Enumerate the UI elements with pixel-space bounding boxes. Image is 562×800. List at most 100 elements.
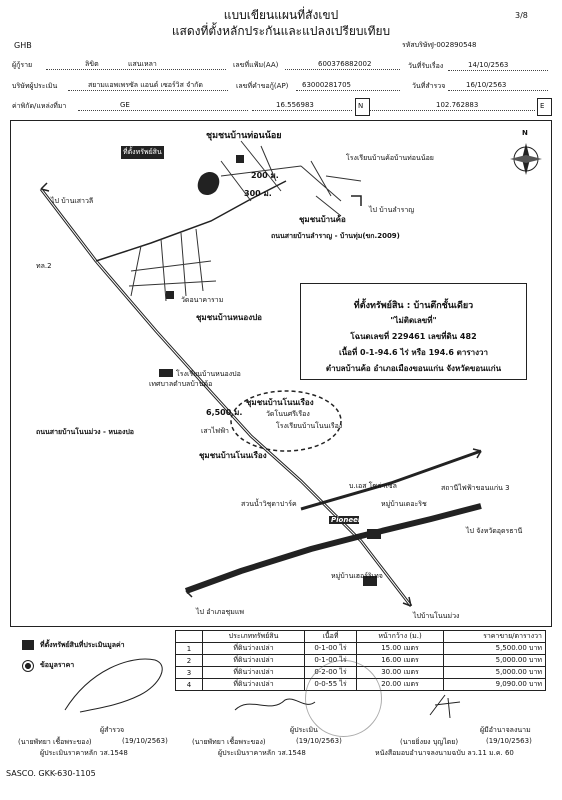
label-to-nonmuang: ไปบ้านโนนม่วง: [413, 612, 460, 620]
label-property-tag: ที่ตั้งทรัพย์สิน: [121, 146, 164, 159]
sig-2-date: (19/10/2563): [296, 737, 342, 745]
coord-n-label: N: [358, 102, 364, 110]
label-village-nonruang-2: ชุมชนบ้านโนนเรือง: [199, 451, 267, 460]
company-stamp-icon: [305, 660, 382, 737]
label-village-nonruang: ชุมชนบ้านโนนเรือง: [246, 398, 314, 407]
location-map: ชุมชนบ้านท่อนน้อย ที่ตั้งทรัพย์สิน โรงเร…: [10, 120, 552, 627]
label-to-chumphae: ไป อำเภอชุมแพ: [196, 608, 245, 616]
label-bj-solar: บ.เอส โซล่าเซล: [349, 482, 397, 490]
borrower-last-name: แสนเหลา: [128, 60, 157, 68]
label-village-ton: ชุมชนบ้านท่อนน้อย: [206, 131, 282, 141]
label-road-id: ทล.2: [36, 262, 52, 270]
page-subtitle: แสดงที่ตั้งหลักประกันและแปลงเปรียบเทียบ: [171, 24, 391, 38]
survey-date-label: วันที่สำรวจ: [412, 82, 446, 90]
info-line-3: โฉนดเลขที่ 229461 เลขที่ดิน 482: [350, 332, 477, 341]
row-type: ที่ดินว่างเปล่า: [202, 654, 305, 667]
page-title: แบบเขียนแผนที่สังเขป: [223, 8, 339, 22]
borrower-first-name: ลิขิต: [85, 60, 99, 68]
survey-date: 16/10/2563: [466, 81, 507, 89]
sig-1-name: (นายพัทยา เชื้อพระของ): [18, 738, 92, 746]
label-school-nongpo: โรงเรียนบ้านหนองปอ: [176, 370, 241, 378]
label-village-nongpo: ชุมชนบ้านหนองปอ: [196, 313, 262, 322]
label-school-nonruang: โรงเรียนบ้านโนนเรือง: [276, 422, 343, 430]
label-housing-2: หมู่บ้านเฮอร์ริเทจ: [331, 572, 383, 580]
label-dist-200: 200 ม.: [251, 171, 279, 180]
table-header: หน้ากว้าง (ม.): [356, 630, 444, 643]
sig-2-cert: ผู้ประเมินราคาหลัก วส.1548: [218, 749, 306, 757]
coord-label: ค่าพิกัด/แหล่งที่มา: [12, 102, 67, 110]
sig-3-name: (นายยิ่งยง บุญไตย): [400, 738, 459, 746]
label-road-nonmuang: ถนนสายบ้านโนนม่วง - หนองปอ: [36, 428, 135, 436]
label-municipality: เทศบาลตำบลบ้านค้อ: [149, 380, 213, 388]
legend-property-swatch: [22, 640, 34, 650]
label-pole: เสาไฟฟ้า: [201, 427, 229, 435]
row-type: ที่ดินว่างเปล่า: [202, 666, 305, 679]
label-to-udon: ไป จังหวัดอุดรธานี: [466, 527, 523, 535]
sig-3-role: ผู้มีอำนาจลงนาม: [480, 726, 531, 734]
borrower-label: ผู้กู้ราย: [12, 61, 33, 69]
row-price: 5,000.00 บาท: [443, 654, 546, 667]
sig-2-role: ผู้ประเมิน: [290, 726, 318, 734]
footer-code: SASCO. GKK-630-1105: [6, 769, 96, 778]
coord-e-value: 102.762883: [436, 101, 479, 109]
signature-authorized: [429, 694, 461, 719]
receive-date-label: วันที่รับเรื่อง: [408, 62, 444, 70]
table-header: ราคาขาย/ตารางวา: [443, 630, 546, 643]
info-line-4: เนื้อที่ 0-1-94.6 ไร่ หรือ 194.6 ตารางวา: [338, 348, 489, 357]
label-pioneer: Pioneer: [331, 516, 362, 524]
map-drawing: [39, 140, 542, 607]
project-code-label: รหัสบริษัท: [402, 41, 433, 49]
label-temple-pa: วัดอนาคาราม: [181, 296, 224, 304]
table-header: ประเภททรัพย์สิน: [202, 630, 305, 643]
table-row: 1 ที่ดินว่างเปล่า 0-1-00 ไร่ 15.00 เมตร …: [175, 642, 546, 655]
row-price: 9,090.00 บาท: [443, 678, 546, 691]
label-school-ton: โรงเรียนบ้านค้อบ้านท่อนน้อย: [346, 154, 434, 162]
label-dist-6500: 6,500 ม.: [206, 408, 243, 417]
label-housing: หมู่บ้านเดอะริช: [381, 500, 427, 508]
row-type: ที่ดินว่างเปล่า: [202, 642, 305, 655]
row-area: 0-1-00 ไร่: [304, 642, 357, 655]
label-temple-nonruang: วัดโนนศรีเรือง: [266, 410, 310, 418]
row-frontage: 16.00 เมตร: [356, 654, 444, 667]
compass-n-label: N: [522, 129, 528, 137]
row-price: 5,000.00 บาท: [443, 666, 546, 679]
coord-source: GE: [120, 101, 130, 109]
page-number: 3/8: [515, 11, 528, 20]
company-name: สยามแอพเพรซัล แอนด์ เซอร์วิส จำกัด: [88, 81, 203, 89]
label-to-sao-li: ไป บ้านเสาวลี: [51, 197, 94, 205]
legend-comparable-icon: [22, 660, 34, 672]
signature-surveyor: [64, 658, 163, 713]
app-no: 600376882002: [318, 60, 372, 68]
label-to-lamran: ไป บ้านลำราญ: [369, 206, 415, 214]
table-header: เนื้อที่: [304, 630, 357, 643]
info-line-1: ที่ตั้งทรัพย์สิน : บ้านตึกชั้นเดียว: [353, 301, 474, 311]
label-water-park: สวนน้ำวิชุดาปาร์ค: [241, 500, 297, 508]
row-frontage: 15.00 เมตร: [356, 642, 444, 655]
sig-1-cert: ผู้ประเมินราคาหลัก วส.1548: [40, 749, 128, 757]
sig-1-date: (19/10/2563): [122, 737, 168, 745]
sig-2-name: (นายพัทยา เชื้อพระของ): [192, 738, 266, 746]
sig-3-date: (19/10/2563): [486, 737, 532, 745]
legend-comparable-label: ข้อมูลราคา: [40, 661, 75, 669]
label-station: สถานีไฟฟ้าขอนแก่น 3: [441, 484, 510, 492]
property-info-box: ที่ตั้งทรัพย์สิน : บ้านตึกชั้นเดียว "ไม่…: [300, 283, 527, 380]
app-no-label: เลขที่แฟ้ม(AA): [233, 61, 279, 69]
legend-property-label: ที่ตั้งทรัพย์สินที่ประเมินมูลค่า: [40, 641, 125, 649]
info-line-2: "ไม่ติดเลขที่": [390, 316, 437, 325]
project-code: J-002890548: [432, 41, 477, 49]
req-no-label: เลขที่คำขอกู้(AP): [236, 82, 289, 90]
table-header: [175, 630, 203, 643]
row-price: 5,500.00 บาท: [443, 642, 546, 655]
coord-e-label: E: [540, 102, 545, 110]
info-line-5: ตำบลบ้านค้อ อำเภอเมืองขอนแก่น จังหวัดขอน…: [325, 364, 502, 373]
label-village-kho: ชุมชนบ้านค้อ: [299, 215, 346, 224]
sig-3-cert: หนังสือมอบอำนาจลงนามฉบับ ลว.11 ม.ค. 60: [375, 749, 514, 757]
req-no: 63000281705: [302, 81, 351, 89]
table-header-row: ประเภททรัพย์สิน เนื้อที่ หน้ากว้าง (ม.) …: [175, 630, 546, 643]
coord-n-value: 16.556983: [276, 101, 314, 109]
row-type: ที่ดินว่างเปล่า: [202, 678, 305, 691]
row-index: 4: [175, 678, 203, 691]
label-dist-300: 300 ม.: [244, 189, 272, 198]
receive-date: 14/10/2563: [468, 61, 509, 69]
sig-1-role: ผู้สำรวจ: [100, 726, 125, 734]
